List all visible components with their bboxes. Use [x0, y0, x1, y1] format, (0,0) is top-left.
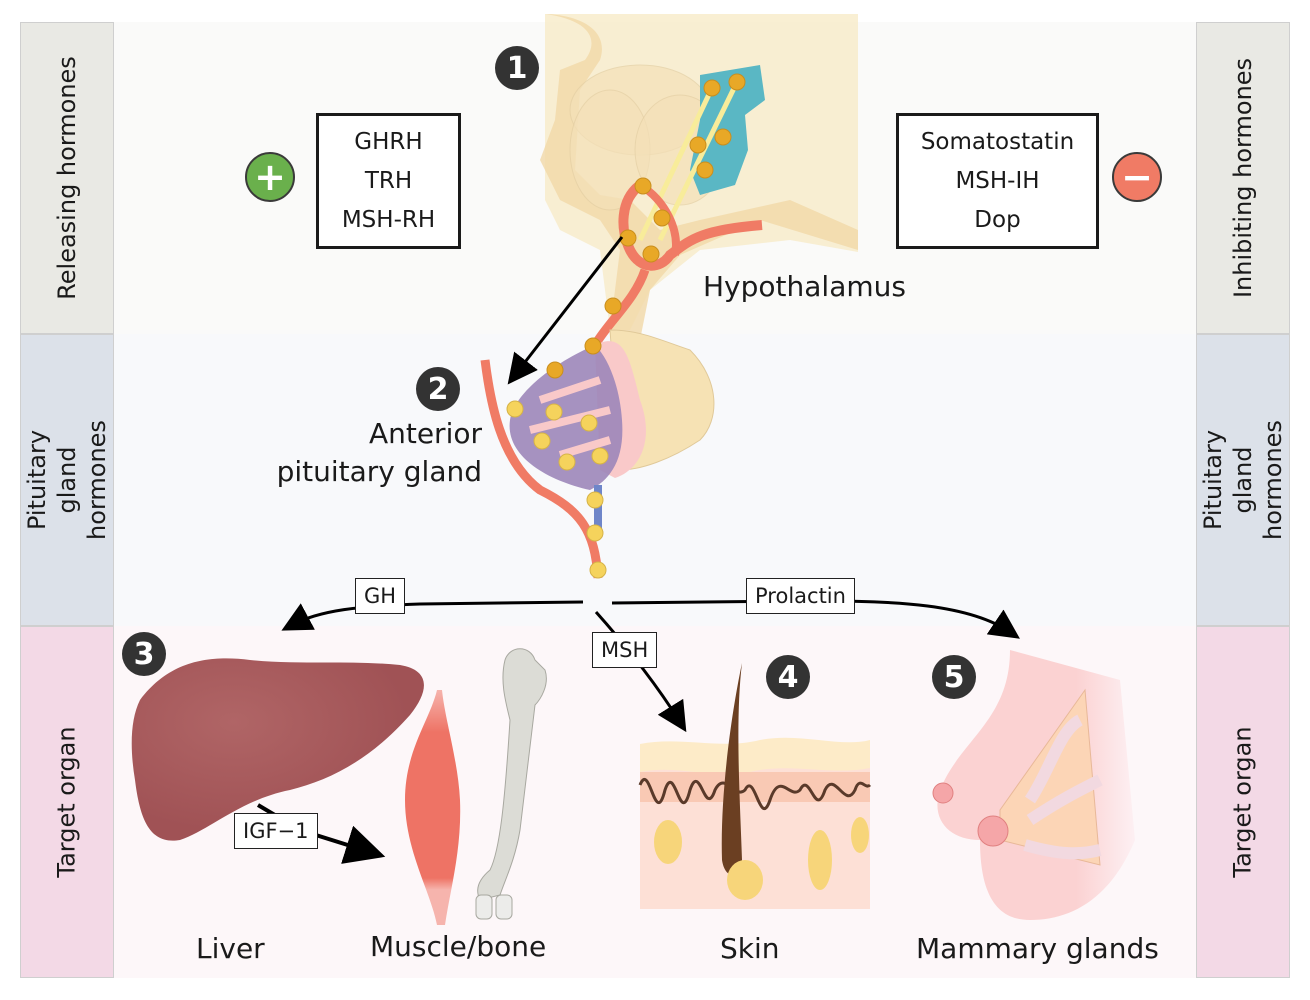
hormone-item: MSH-RH: [341, 206, 436, 233]
side-label-text: Target organ: [1229, 726, 1258, 878]
side-label-pituitary-hormones-left: Pituitary gland hormones: [20, 334, 114, 626]
muscle-illustration: [405, 690, 461, 925]
bone-illustration: [475, 648, 547, 920]
side-label-releasing-hormones: Releasing hormones: [20, 22, 114, 334]
pituitary-illustration: [480, 329, 715, 579]
side-label-text: Pituitary gland hormones: [23, 420, 112, 540]
liver-label: Liver: [196, 932, 265, 965]
side-label-text: Releasing hormones: [53, 56, 82, 300]
hormone-item: TRH: [364, 167, 413, 194]
side-label-inhibiting-hormones: Inhibiting hormones: [1196, 22, 1290, 334]
msh-arrow: [594, 610, 687, 733]
plus-icon: +: [245, 152, 295, 202]
hormone-item: Dop: [974, 206, 1021, 233]
igf-1-tag: IGF−1: [234, 813, 318, 849]
gh-tag: GH: [355, 578, 406, 614]
inhibiting-hormones-box: Somatostatin MSH-IH Dop: [896, 113, 1099, 249]
side-label-target-organ-left: Target organ: [20, 626, 114, 978]
anterior-pituitary-label: Anterior pituitary gland: [250, 415, 482, 491]
hormone-item: MSH-IH: [955, 167, 1040, 194]
msh-tag: MSH: [592, 632, 658, 668]
minus-icon: −: [1112, 152, 1162, 202]
releasing-hormones-box: GHRH TRH MSH-RH: [316, 113, 461, 249]
gh-arrow: [281, 600, 584, 631]
side-label-text: Inhibiting hormones: [1229, 57, 1258, 299]
step-1-badge: 1: [495, 46, 539, 90]
skin-label: Skin: [720, 932, 780, 965]
step-2-badge: 2: [416, 367, 460, 411]
anterior-pituitary-line2: pituitary gland: [276, 455, 482, 488]
side-label-text: Target organ: [53, 726, 82, 878]
portal-vessels: [591, 177, 763, 348]
side-label-text: Pituitary gland hormones: [1199, 420, 1288, 540]
step-4-badge: 4: [766, 655, 810, 699]
hypothalamus-label: Hypothalamus: [703, 270, 906, 303]
side-label-target-organ-right: Target organ: [1196, 626, 1290, 978]
brain-illustration: [540, 14, 858, 340]
mammary-glands-label: Mammary glands: [916, 932, 1159, 965]
hormone-item: GHRH: [354, 128, 423, 155]
skin-illustration: [638, 663, 872, 909]
step-3-badge: 3: [122, 632, 166, 676]
muscle-bone-label: Muscle/bone: [370, 930, 547, 963]
side-label-pituitary-hormones-right: Pituitary gland hormones: [1196, 334, 1290, 626]
hypothalamus-to-pituitary-arrow: [507, 236, 624, 385]
step-5-badge: 5: [932, 655, 976, 699]
anterior-pituitary-line1: Anterior: [368, 417, 482, 450]
mammary-illustration: [932, 650, 1135, 920]
prolactin-tag: Prolactin: [746, 578, 855, 614]
hormone-item: Somatostatin: [920, 128, 1075, 155]
liver-illustration: [131, 658, 424, 841]
